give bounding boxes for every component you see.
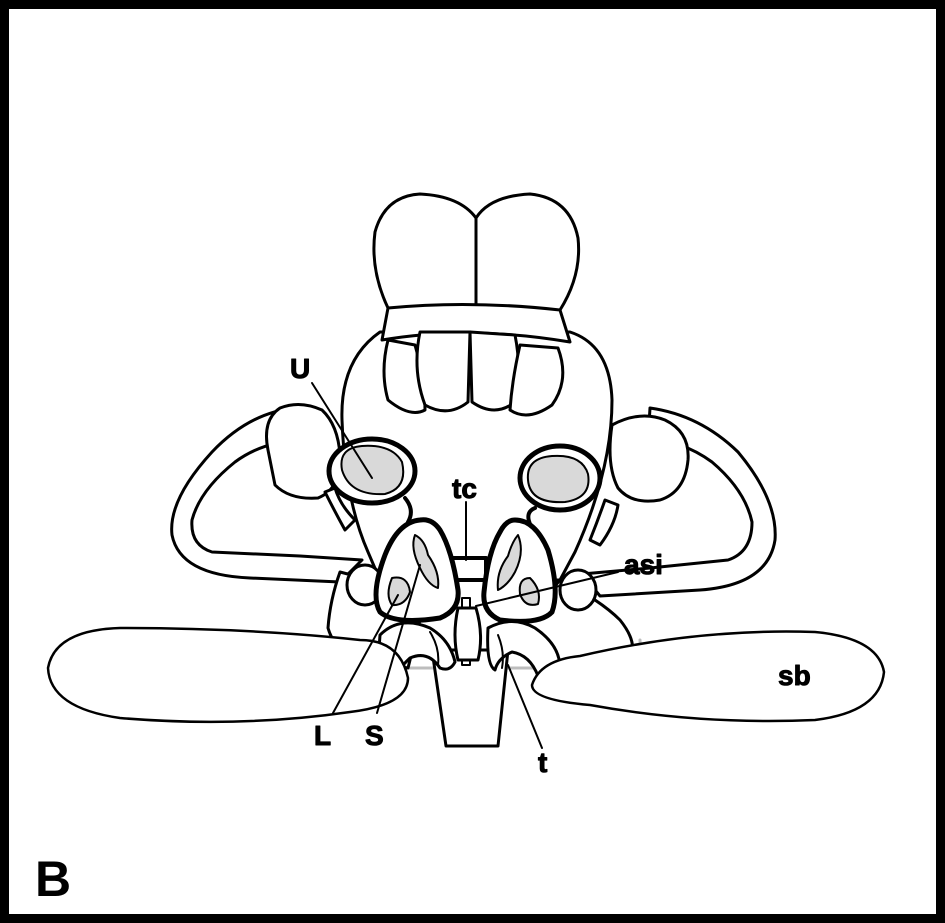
label-L: L [314,720,331,751]
right-capsule-shaded [528,456,589,502]
right-lateral-lobe [610,416,688,501]
anatomical-diagram: U tc asi sb L S t [9,9,936,914]
label-tc: tc [452,473,477,504]
label-t: t [538,747,547,778]
label-asi: asi [624,549,663,580]
label-sb: sb [778,660,811,691]
central-stalk-tip [455,608,481,660]
label-S: S [365,720,384,751]
lobe-2 [417,332,470,411]
panel-label: B [35,854,71,904]
upper-left-lobe [374,194,476,308]
left-lateral-lobe [267,404,341,498]
label-U: U [290,353,310,384]
right-small-body [560,570,596,610]
upper-right-lobe [476,194,579,310]
